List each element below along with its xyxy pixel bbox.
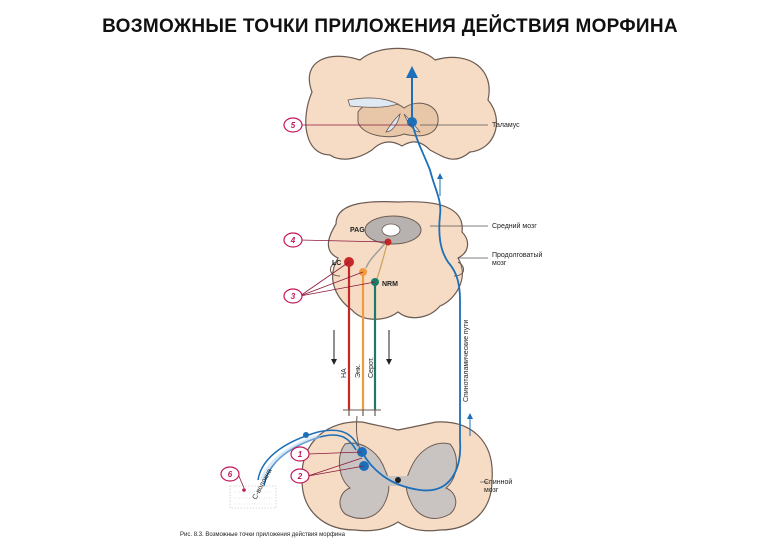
label-spinothalamic: Спиноталамические пути bbox=[463, 320, 470, 402]
label-nrm: NRM bbox=[382, 281, 398, 288]
figure-caption: Рис. 8.3. Возможные точки приложения дей… bbox=[180, 531, 346, 538]
svg-text:6: 6 bbox=[228, 470, 233, 479]
page-title: ВОЗМОЖНЫЕ ТОЧКИ ПРИЛОЖЕНИЯ ДЕЙСТВИЯ МОРФ… bbox=[102, 16, 678, 37]
svg-text:2: 2 bbox=[297, 472, 303, 481]
label-medulla-2: мозг bbox=[492, 260, 507, 267]
label-lc: LC bbox=[332, 260, 341, 267]
label-thalamus: Таламус bbox=[492, 122, 520, 129]
skin-patch bbox=[229, 485, 277, 509]
marker-2: 2 bbox=[290, 468, 310, 484]
label-pag: PAG bbox=[350, 227, 365, 234]
label-medulla-1: Продолговатый bbox=[492, 251, 542, 259]
label-serot: Серот. bbox=[368, 357, 375, 378]
marker-6: 6 bbox=[220, 466, 240, 482]
label-midbrain: Средний мозг bbox=[492, 222, 537, 230]
label-spinal-1: Спинной bbox=[484, 478, 512, 486]
marker-1: 1 bbox=[290, 446, 310, 462]
thalamus-neuron bbox=[407, 117, 417, 127]
label-spinal-2: мозг bbox=[484, 487, 499, 494]
svg-text:5: 5 bbox=[291, 121, 296, 130]
brain-section bbox=[305, 47, 497, 160]
svg-text:1: 1 bbox=[298, 450, 303, 459]
label-c-fibers: С-волокна bbox=[252, 468, 274, 501]
marker-5: 5 bbox=[283, 117, 303, 133]
label-na: НА bbox=[341, 368, 348, 378]
marker-4: 4 bbox=[283, 232, 303, 248]
svg-text:3: 3 bbox=[291, 292, 296, 301]
marker-3: 3 bbox=[283, 288, 303, 304]
spinal-cord-section bbox=[301, 421, 493, 532]
svg-text:4: 4 bbox=[290, 236, 296, 245]
label-enk: Энк. bbox=[355, 364, 362, 378]
